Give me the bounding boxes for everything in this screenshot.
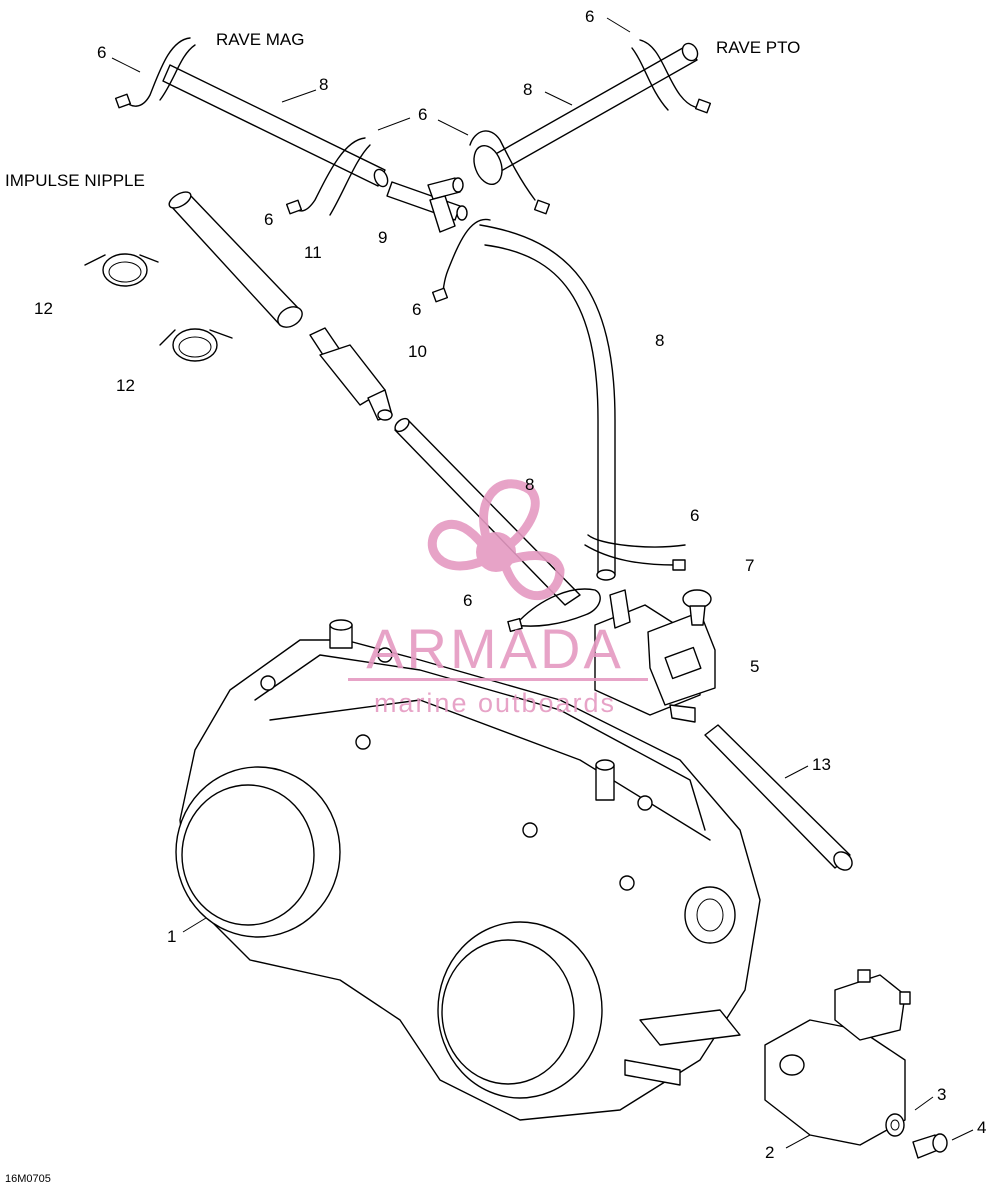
callout-6: 6 bbox=[463, 591, 472, 610]
callout-13: 13 bbox=[812, 755, 831, 774]
diagonal-hose bbox=[394, 417, 601, 633]
watermark-tagline: marine outboards bbox=[374, 688, 616, 718]
callout-6: 6 bbox=[690, 506, 699, 525]
callout-6: 6 bbox=[585, 7, 594, 26]
watermark: ARMADA marine outboards bbox=[348, 479, 648, 718]
rave-mag-hose bbox=[114, 37, 389, 216]
callout-6: 6 bbox=[418, 105, 427, 124]
callout-4: 4 bbox=[977, 1118, 986, 1137]
watermark-rule bbox=[348, 678, 648, 681]
callout-6: 6 bbox=[97, 43, 106, 62]
leader-lines bbox=[111, 17, 974, 1149]
callout-8: 8 bbox=[319, 75, 328, 94]
t-fitting bbox=[386, 177, 468, 233]
callout-5: 5 bbox=[750, 657, 759, 676]
title-rave-mag: RAVE MAG bbox=[216, 30, 304, 49]
hose-13 bbox=[704, 724, 853, 871]
sensor bbox=[764, 969, 948, 1159]
callout-8: 8 bbox=[523, 80, 532, 99]
throttle-body bbox=[175, 619, 761, 1121]
callout-7: 7 bbox=[745, 556, 754, 575]
callout-8: 8 bbox=[525, 475, 534, 494]
title-impulse-nipple: IMPULSE NIPPLE bbox=[5, 171, 145, 190]
callout-10: 10 bbox=[408, 342, 427, 361]
callout-11: 11 bbox=[304, 243, 322, 262]
callout-9: 9 bbox=[378, 228, 387, 247]
diagram-code: 16M0705 bbox=[5, 1173, 51, 1185]
long-hose bbox=[431, 218, 686, 581]
solenoid-valve bbox=[594, 589, 716, 723]
propeller-logo bbox=[427, 479, 565, 601]
rave-pto-hose bbox=[469, 39, 712, 215]
callout-6: 6 bbox=[412, 300, 421, 319]
callout-6: 6 bbox=[264, 210, 273, 229]
callout-1: 1 bbox=[167, 927, 176, 946]
labels: RAVE MAG RAVE PTO IMPULSE NIPPLE 6 6 6 6… bbox=[5, 7, 986, 1185]
callout-8: 8 bbox=[655, 331, 664, 350]
watermark-brand: ARMADA bbox=[366, 617, 624, 680]
callout-3: 3 bbox=[937, 1085, 946, 1104]
callout-12: 12 bbox=[34, 299, 53, 318]
hose-clamps bbox=[84, 253, 233, 362]
title-rave-pto: RAVE PTO bbox=[716, 38, 800, 57]
callout-12: 12 bbox=[116, 376, 135, 395]
callout-2: 2 bbox=[765, 1143, 774, 1162]
check-valve bbox=[309, 327, 393, 421]
impulse-hose bbox=[168, 191, 303, 328]
